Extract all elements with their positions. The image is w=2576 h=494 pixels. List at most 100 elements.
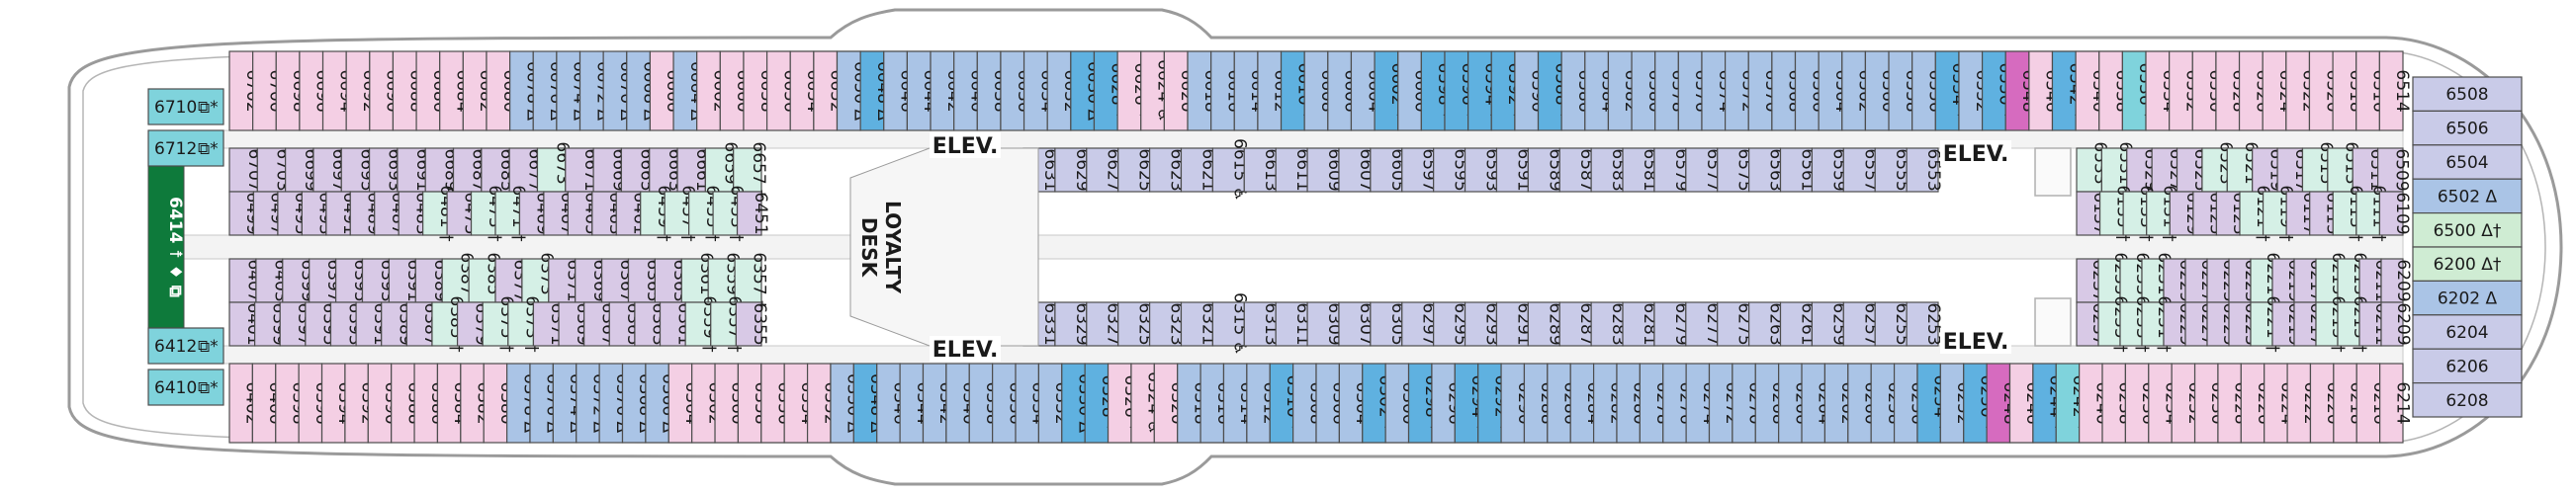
cabin[interactable]: 6355 bbox=[735, 301, 769, 347]
cabin[interactable]: 6451 bbox=[736, 191, 770, 236]
cabin[interactable]: 6320 bbox=[1153, 363, 1187, 444]
bow-cabin[interactable]: 6202 Δ bbox=[2412, 280, 2523, 316]
bow-cabin[interactable]: 6200 Δ† bbox=[2412, 246, 2523, 283]
cabin[interactable]: 6690 bbox=[369, 50, 402, 131]
cabin-box bbox=[2379, 363, 2404, 444]
bow-cabin-number: 6202 Δ bbox=[2438, 289, 2498, 309]
cabin-box bbox=[1211, 147, 1245, 193]
cabin-box bbox=[228, 301, 256, 347]
aft-cabin[interactable]: 6410⧉* bbox=[147, 369, 224, 406]
bow-cabin[interactable]: 6208 bbox=[2412, 382, 2523, 418]
cabin[interactable]: 6564 bbox=[1818, 50, 1851, 131]
cabin-box bbox=[536, 147, 567, 193]
cabin-box bbox=[1717, 301, 1750, 347]
cabin-box bbox=[1370, 301, 1403, 347]
cabin[interactable]: 6372 Δ bbox=[576, 363, 609, 444]
bow-cabin[interactable]: 6206 bbox=[2412, 348, 2523, 384]
bow-cabin-number: 6206 bbox=[2445, 357, 2488, 376]
cabin[interactable]: 6396 bbox=[298, 363, 331, 444]
cabin[interactable]: 6209 bbox=[2380, 258, 2413, 303]
aft-cabin[interactable]: 6712⧉* bbox=[147, 129, 224, 167]
cabin[interactable]: 6407 bbox=[228, 258, 263, 303]
cabin-box bbox=[1590, 301, 1624, 347]
cabin-box bbox=[1622, 147, 1655, 193]
cabin-box bbox=[1433, 147, 1466, 193]
cabin-box bbox=[325, 191, 351, 236]
cabin[interactable]: 6509 bbox=[2377, 147, 2412, 193]
cabin[interactable]: 6604 bbox=[1350, 50, 1383, 131]
cabin-box bbox=[340, 147, 371, 193]
cabin[interactable]: 6613 bbox=[1243, 147, 1281, 193]
cabin[interactable]: 6563 bbox=[1748, 147, 1786, 193]
aft-cabin[interactable]: 6412⧉* bbox=[147, 327, 224, 365]
cabin[interactable]: 6263 bbox=[1748, 301, 1786, 347]
cabin-box bbox=[1622, 301, 1655, 347]
cabin-box bbox=[494, 191, 521, 236]
cabin[interactable]: 6657 † bbox=[733, 141, 768, 199]
cabin-box bbox=[640, 191, 666, 236]
cabin[interactable]: 6581 bbox=[1622, 147, 1659, 193]
cabin-box bbox=[422, 191, 448, 236]
cabin[interactable]: 6318 bbox=[1177, 363, 1210, 444]
cabin-box bbox=[1558, 147, 1592, 193]
cabin[interactable]: 6277 bbox=[1685, 301, 1723, 347]
cabin[interactable]: 6553 bbox=[1906, 147, 1943, 193]
aft-cabin-box bbox=[147, 129, 224, 167]
cabin[interactable]: 6514 bbox=[2378, 50, 2412, 131]
cabin-number: 6451 bbox=[751, 192, 770, 234]
cabin[interactable]: 6252 bbox=[1939, 363, 1973, 444]
cabin[interactable]: 6401 bbox=[228, 301, 263, 347]
cabin-box bbox=[374, 191, 400, 236]
cabin-box bbox=[654, 258, 682, 303]
cabin-box bbox=[518, 191, 545, 236]
bow-cabin-number: 6506 bbox=[2445, 120, 2488, 139]
cabin-box bbox=[349, 191, 376, 236]
aft-cabin-symbols: ⧉* bbox=[198, 139, 219, 159]
cabin-number: 6357 † bbox=[750, 252, 769, 309]
bow-cabin-box bbox=[2412, 144, 2523, 180]
bow-cabin[interactable]: 6506 bbox=[2412, 110, 2523, 146]
cabin[interactable]: 6209 bbox=[2380, 301, 2413, 347]
cabin-number: 6509 bbox=[2391, 148, 2411, 191]
bow-cabin-box bbox=[2412, 212, 2523, 248]
cabin[interactable]: 6109 bbox=[2378, 191, 2412, 236]
cabin-number: 6514 bbox=[2392, 69, 2412, 112]
bow-cabin[interactable]: 6500 Δ† bbox=[2412, 212, 2523, 248]
cabin[interactable]: 6678 Δ bbox=[509, 50, 543, 131]
cabin-box bbox=[470, 191, 496, 236]
cabin-box bbox=[254, 301, 281, 347]
bow-cabin[interactable]: 6502 Δ bbox=[2412, 178, 2523, 214]
aft-suite-6414[interactable] bbox=[147, 165, 185, 329]
cabin[interactable]: 6516 bbox=[2355, 50, 2389, 131]
cabin-box bbox=[456, 301, 484, 347]
cabin-box bbox=[1779, 147, 1814, 193]
cabin-box bbox=[1211, 301, 1245, 347]
bow-cabin[interactable]: 6504 bbox=[2412, 144, 2523, 180]
bow-cabin-number: 6208 bbox=[2445, 391, 2488, 411]
cabin[interactable]: 6253 bbox=[1906, 301, 1943, 347]
bow-cabin-box bbox=[2412, 314, 2523, 350]
cabin[interactable]: 6357 † bbox=[734, 252, 769, 309]
aft-cabin-number: 6710 bbox=[154, 98, 197, 118]
aft-cabin[interactable]: 6710⧉* bbox=[147, 88, 224, 125]
cabin-box bbox=[279, 301, 307, 347]
cabin-box bbox=[398, 191, 424, 236]
cabin[interactable]: 6457 † bbox=[664, 185, 697, 242]
cabin-box bbox=[2100, 147, 2128, 193]
cabin[interactable]: 6214 bbox=[2379, 363, 2413, 444]
cabin-box bbox=[1874, 147, 1908, 193]
aft-suite-label: 6414 ☨ ♦ ⧉ bbox=[165, 197, 185, 297]
bow-cabin[interactable]: 6508 bbox=[2412, 76, 2523, 113]
cabin-box bbox=[1243, 147, 1277, 193]
cabin-box bbox=[2252, 147, 2278, 193]
cabin[interactable]: 6261 bbox=[1779, 301, 1818, 347]
bow-cabin[interactable]: 6204 bbox=[2412, 314, 2523, 350]
cabin-box bbox=[1748, 301, 1782, 347]
cabin-box bbox=[1717, 147, 1750, 193]
cabin[interactable]: 6397 bbox=[279, 301, 313, 347]
cabin[interactable]: 6289 bbox=[1527, 301, 1564, 347]
cabin-box bbox=[482, 301, 509, 347]
cabin-box bbox=[305, 301, 332, 347]
cabin[interactable]: 6315 ♿ bbox=[1211, 292, 1249, 356]
cabin[interactable]: 6669 bbox=[592, 147, 628, 193]
